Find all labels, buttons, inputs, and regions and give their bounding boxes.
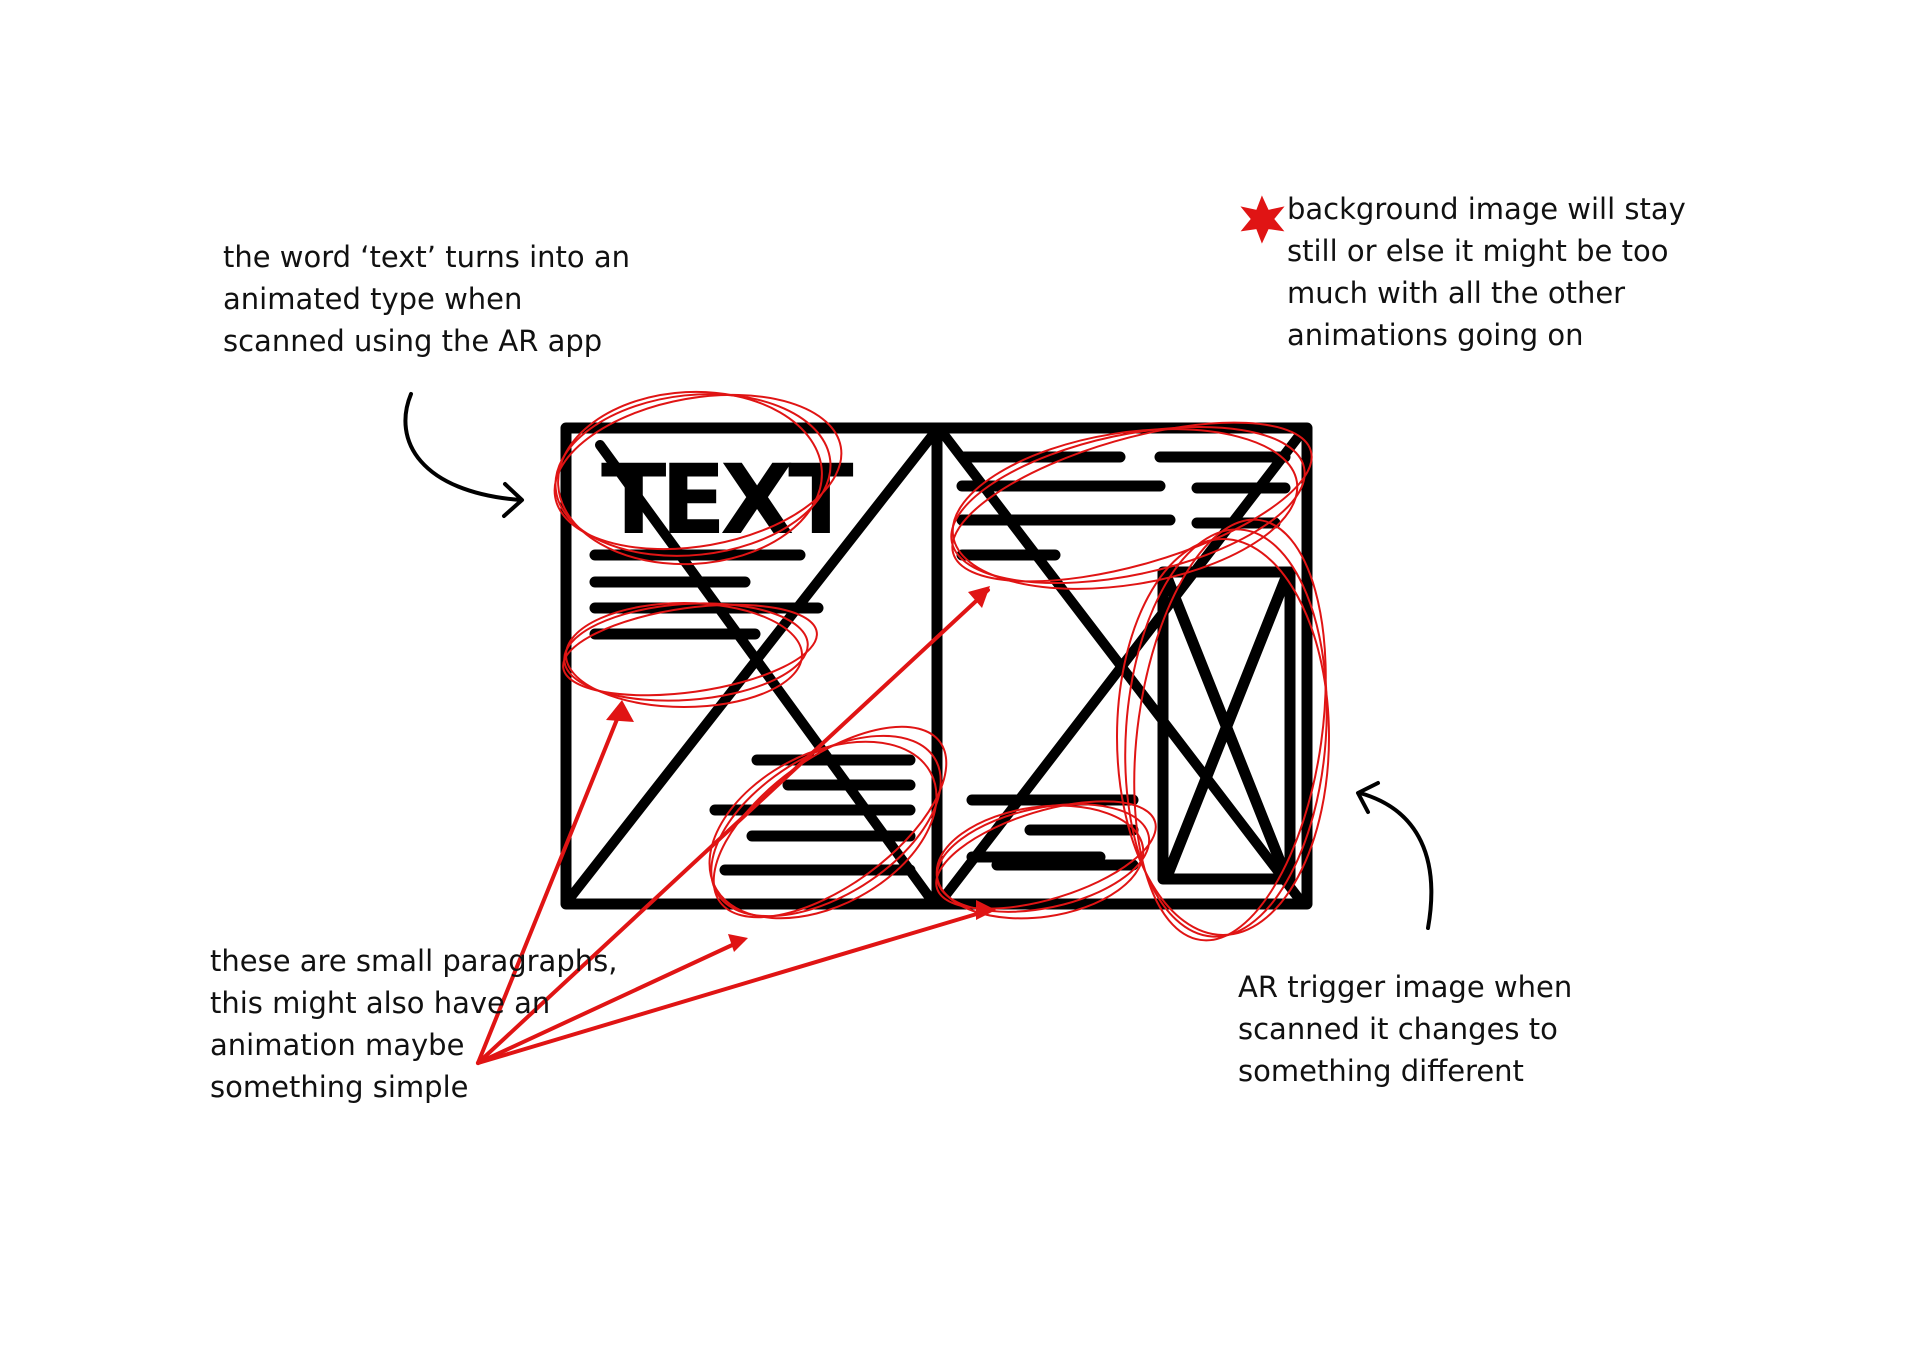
arrow-heads [606, 586, 996, 952]
left-page-image-placeholder [565, 427, 940, 903]
note-line: the word ‘text’ turns into an [223, 240, 630, 274]
heading-pointer-arrow [403, 392, 524, 518]
note-line: these are small paragraphs, [210, 944, 618, 978]
paragraphs-note: these are small paragraphs, this might a… [210, 940, 617, 1108]
ar-trigger-image-placeholder [1157, 566, 1296, 885]
highlight-circle-left-top-paragraph [562, 602, 818, 708]
highlight-circle-right-bottom-paragraph [935, 800, 1157, 920]
arrowhead-icon [976, 900, 996, 920]
note-line: animated type when [223, 282, 523, 316]
note-line: AR trigger image when [1238, 970, 1573, 1004]
note-line: background image will stay [1287, 192, 1686, 226]
highlight-circle-ar-trigger [1116, 518, 1330, 942]
note-line: animation maybe [210, 1028, 465, 1062]
note-line: much with all the other [1287, 276, 1626, 310]
ar-trigger-note: AR trigger image when scanned it changes… [1238, 966, 1572, 1092]
note-line: scanned it changes to [1238, 1012, 1558, 1046]
background-note: background image will stay still or else… [1287, 188, 1686, 356]
arrowhead-icon [728, 934, 748, 952]
text-animation-note: the word ‘text’ turns into an animated t… [223, 236, 630, 362]
note-line: something different [1238, 1054, 1524, 1088]
highlight-circle-right-top-paragraph [950, 421, 1313, 590]
right-bottom-paragraph [966, 794, 1139, 871]
arrowhead-icon [968, 586, 990, 608]
arrowhead-icon [606, 700, 634, 722]
note-line: scanned using the AR app [223, 324, 603, 358]
note-line: animations going on [1287, 318, 1584, 352]
paragraph-pointer-arrows [476, 588, 992, 1065]
note-line: something simple [210, 1070, 469, 1104]
red-star-icon [1240, 195, 1285, 244]
note-line: still or else it might be too [1287, 234, 1669, 268]
trigger-pointer-arrow [1356, 781, 1434, 930]
highlight-circle-heading [553, 390, 843, 566]
note-line: this might also have an [210, 986, 551, 1020]
right-top-paragraph [956, 451, 1291, 561]
right-page-background-placeholder [937, 427, 1307, 905]
